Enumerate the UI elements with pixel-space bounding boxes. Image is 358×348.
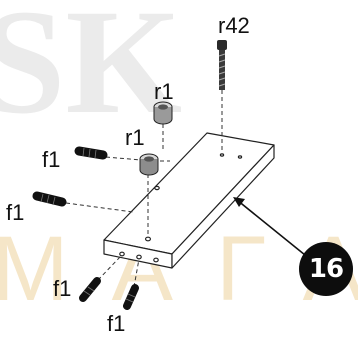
guide-f1-bottom-right [133,258,140,288]
hole-front-1 [119,251,125,257]
guide-f1-bottom-left [97,255,122,281]
f1-dowel-bottom-left [79,277,101,302]
hole-front-2 [136,254,142,260]
r1-cam-lock-mid [139,153,159,176]
hole-top-4 [145,236,152,242]
hole-top-3 [154,185,160,191]
step-leader [233,197,306,256]
label-f1-bottom-left: f1 [53,276,72,301]
hole-top-2 [237,155,243,159]
r42-bolt [217,40,227,90]
guide-f1-left-lower [65,202,134,213]
hole-front-3 [153,257,159,263]
label-f1-left-upper: f1 [42,147,61,172]
board-panel-side-face [171,144,275,269]
f1-dowel-bottom-right [123,284,139,310]
r1-cam-lock-top [153,101,173,125]
f1-dowel-left-lower [32,191,67,207]
guide-f1-left-upper [105,156,142,161]
step-number-badge: 16 [299,242,353,296]
watermark-top-text: SK [0,0,182,145]
f1-dowel-left-upper [74,146,108,160]
label-r42: r42 [218,13,250,38]
label-r1-mid: r1 [125,125,145,150]
label-r1-top: r1 [154,79,174,104]
hole-top-1 [219,153,225,157]
label-f1-bottom-right: f1 [107,311,126,336]
label-f1-left-lower: f1 [6,200,25,225]
